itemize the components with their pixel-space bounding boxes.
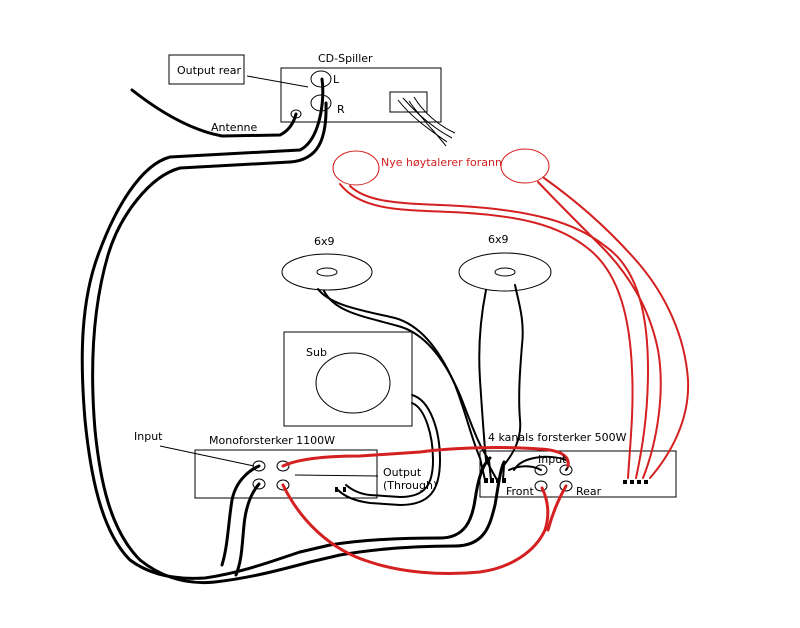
cd-left-loop-wire — [80, 77, 492, 580]
loop-red-wire — [281, 483, 550, 576]
left-channel-label: L — [333, 73, 340, 86]
output-rear-label: Output rear — [177, 64, 241, 77]
speaker-6x9-right — [458, 252, 552, 292]
output-rear-leader — [246, 75, 309, 88]
cd-player-box — [280, 67, 442, 123]
front-speaker-left — [332, 150, 380, 186]
rear-red-wire — [546, 484, 568, 532]
input-left-label: Input — [134, 430, 163, 443]
output-rear-label-box — [168, 54, 245, 85]
output-leader — [294, 474, 379, 477]
through-red-wire — [281, 446, 570, 468]
speaker-6x9-left — [281, 253, 373, 291]
speaker-6x9-left-label: 6x9 — [314, 235, 335, 248]
subwoofer-cone — [315, 352, 391, 414]
antenna-wire — [130, 88, 298, 138]
mono-input-wire-1 — [220, 464, 261, 567]
input-leader — [159, 445, 255, 467]
mono-input-wire-2 — [234, 482, 261, 577]
terminal-blocks — [335, 478, 648, 492]
mono-amp-jacks — [252, 460, 290, 491]
four-ch-amp-label: 4 kanals forsterker 500W — [488, 431, 627, 444]
black-wires — [80, 77, 506, 585]
cd-slot-scribble — [397, 96, 456, 147]
new-front-speakers-label: Nye høytalerer forann — [381, 156, 502, 169]
sub-label: Sub — [306, 346, 327, 359]
speaker-6x9-right-label: 6x9 — [488, 233, 509, 246]
rear-label: Rear — [576, 485, 602, 498]
front-label: Front — [506, 485, 535, 498]
cd-player-label: CD-Spiller — [318, 52, 373, 65]
output-through-label: (Through) — [383, 479, 437, 492]
subwoofer-box — [283, 331, 413, 427]
mono-amp-label: Monoforsterker 1100W — [209, 434, 335, 447]
right-channel-label: R — [337, 103, 345, 116]
input-right-label: Input — [538, 453, 567, 466]
mono-amp-box — [194, 449, 378, 499]
red-wires — [281, 177, 690, 576]
four-ch-amp-jacks — [534, 464, 573, 492]
output-label: Output — [383, 466, 422, 479]
cd-slot — [389, 91, 428, 113]
front-speaker-right — [500, 148, 550, 184]
cd-right-loop-wire — [91, 101, 506, 585]
antenna-label: Antenne — [211, 121, 258, 134]
thin-black-wires — [317, 284, 570, 506]
